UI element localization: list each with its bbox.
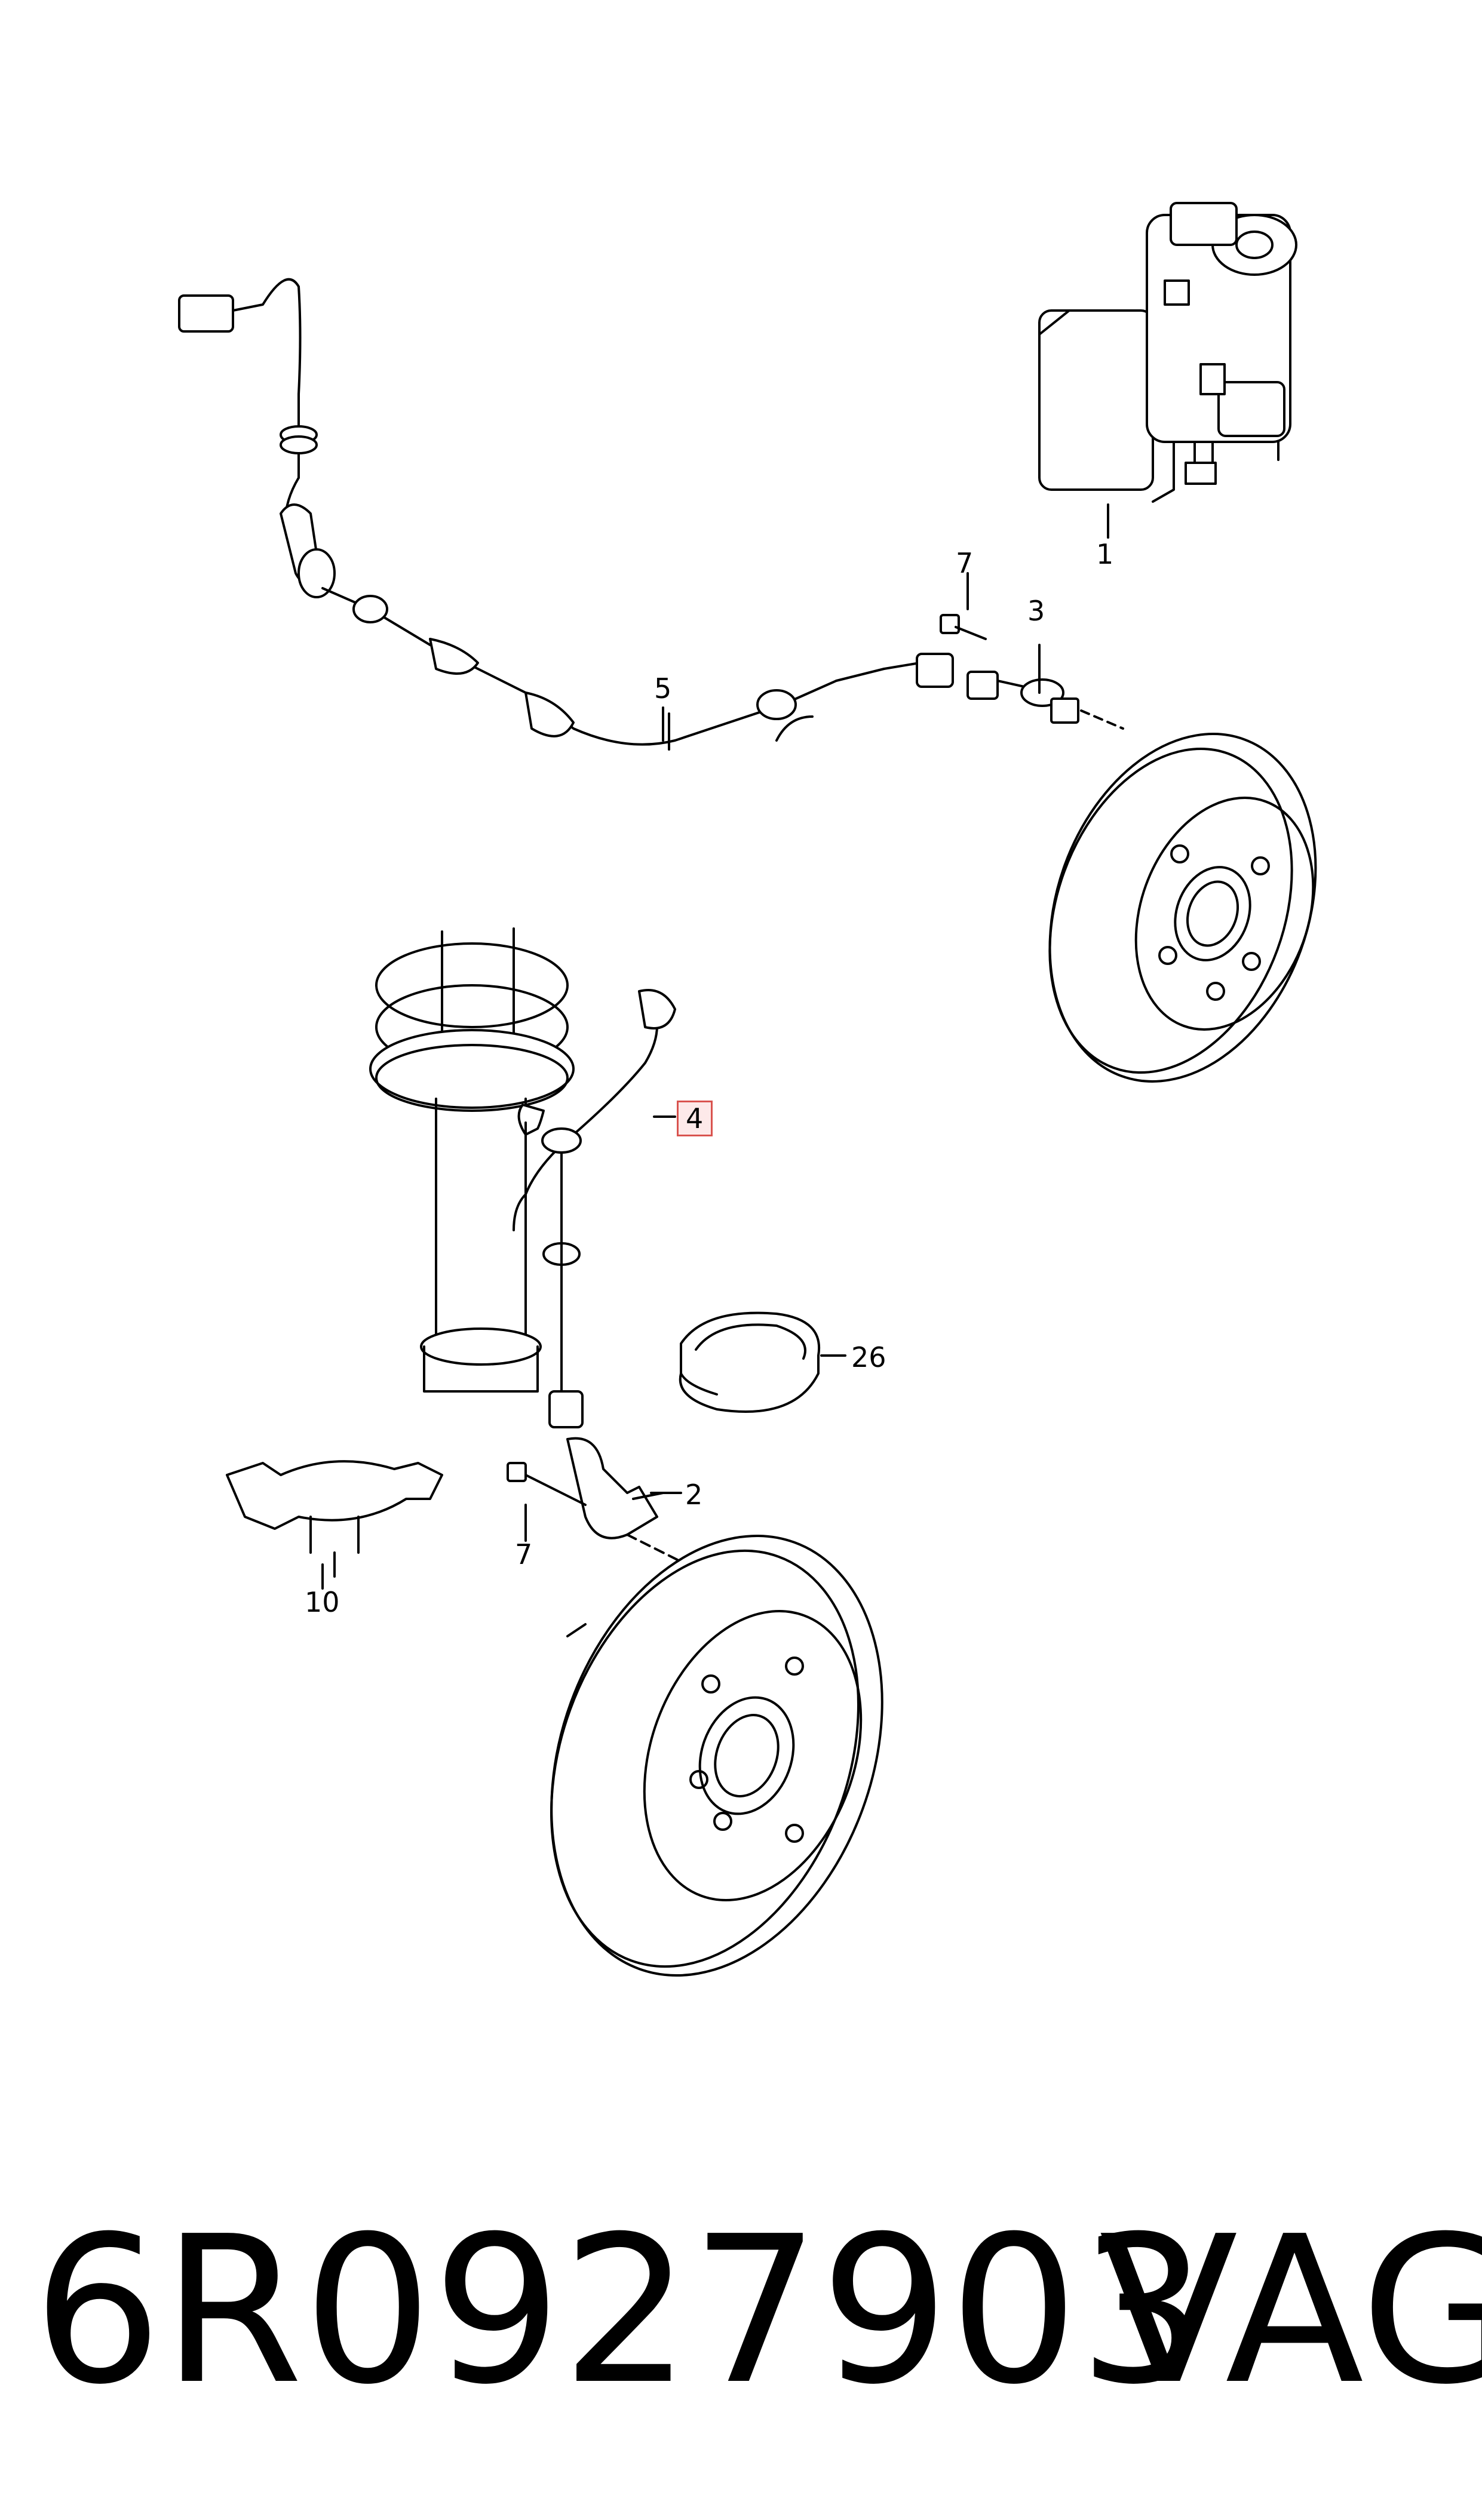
caption-brand: VAG: [1099, 2193, 1482, 2429]
parts-diagram: [178, 202, 1317, 1977]
label-part-2: 2: [685, 1479, 703, 1511]
lower-bolt: [507, 1462, 587, 1542]
label-part-4: 4: [686, 1102, 704, 1135]
abs-wire-harness: [178, 278, 954, 751]
front-abs-wire: [513, 989, 676, 1428]
label-part-7-bottom: 7: [515, 1538, 533, 1571]
lower-brake-disc: [550, 1535, 883, 1977]
caption-part-number: 6R0927903: [33, 2193, 1208, 2429]
upper-brake-disc: [1048, 733, 1317, 1083]
leader-lines: [650, 506, 1109, 1494]
rubber-plug: [679, 1311, 821, 1413]
strut-clip: [226, 1460, 443, 1590]
highlight-part-4: [677, 1101, 713, 1136]
label-part-26: 26: [851, 1341, 886, 1373]
upper-speed-sensor: [966, 662, 1124, 730]
abs-control-unit: [1038, 202, 1297, 539]
upper-bolt: [940, 572, 987, 640]
label-part-5: 5: [654, 672, 672, 705]
front-strut-spring: [369, 927, 575, 1393]
label-part-7-top: 7: [956, 547, 974, 579]
label-part-1: 1: [1096, 538, 1114, 570]
label-part-10: 10: [305, 1586, 340, 1618]
label-part-3: 3: [1027, 595, 1045, 627]
